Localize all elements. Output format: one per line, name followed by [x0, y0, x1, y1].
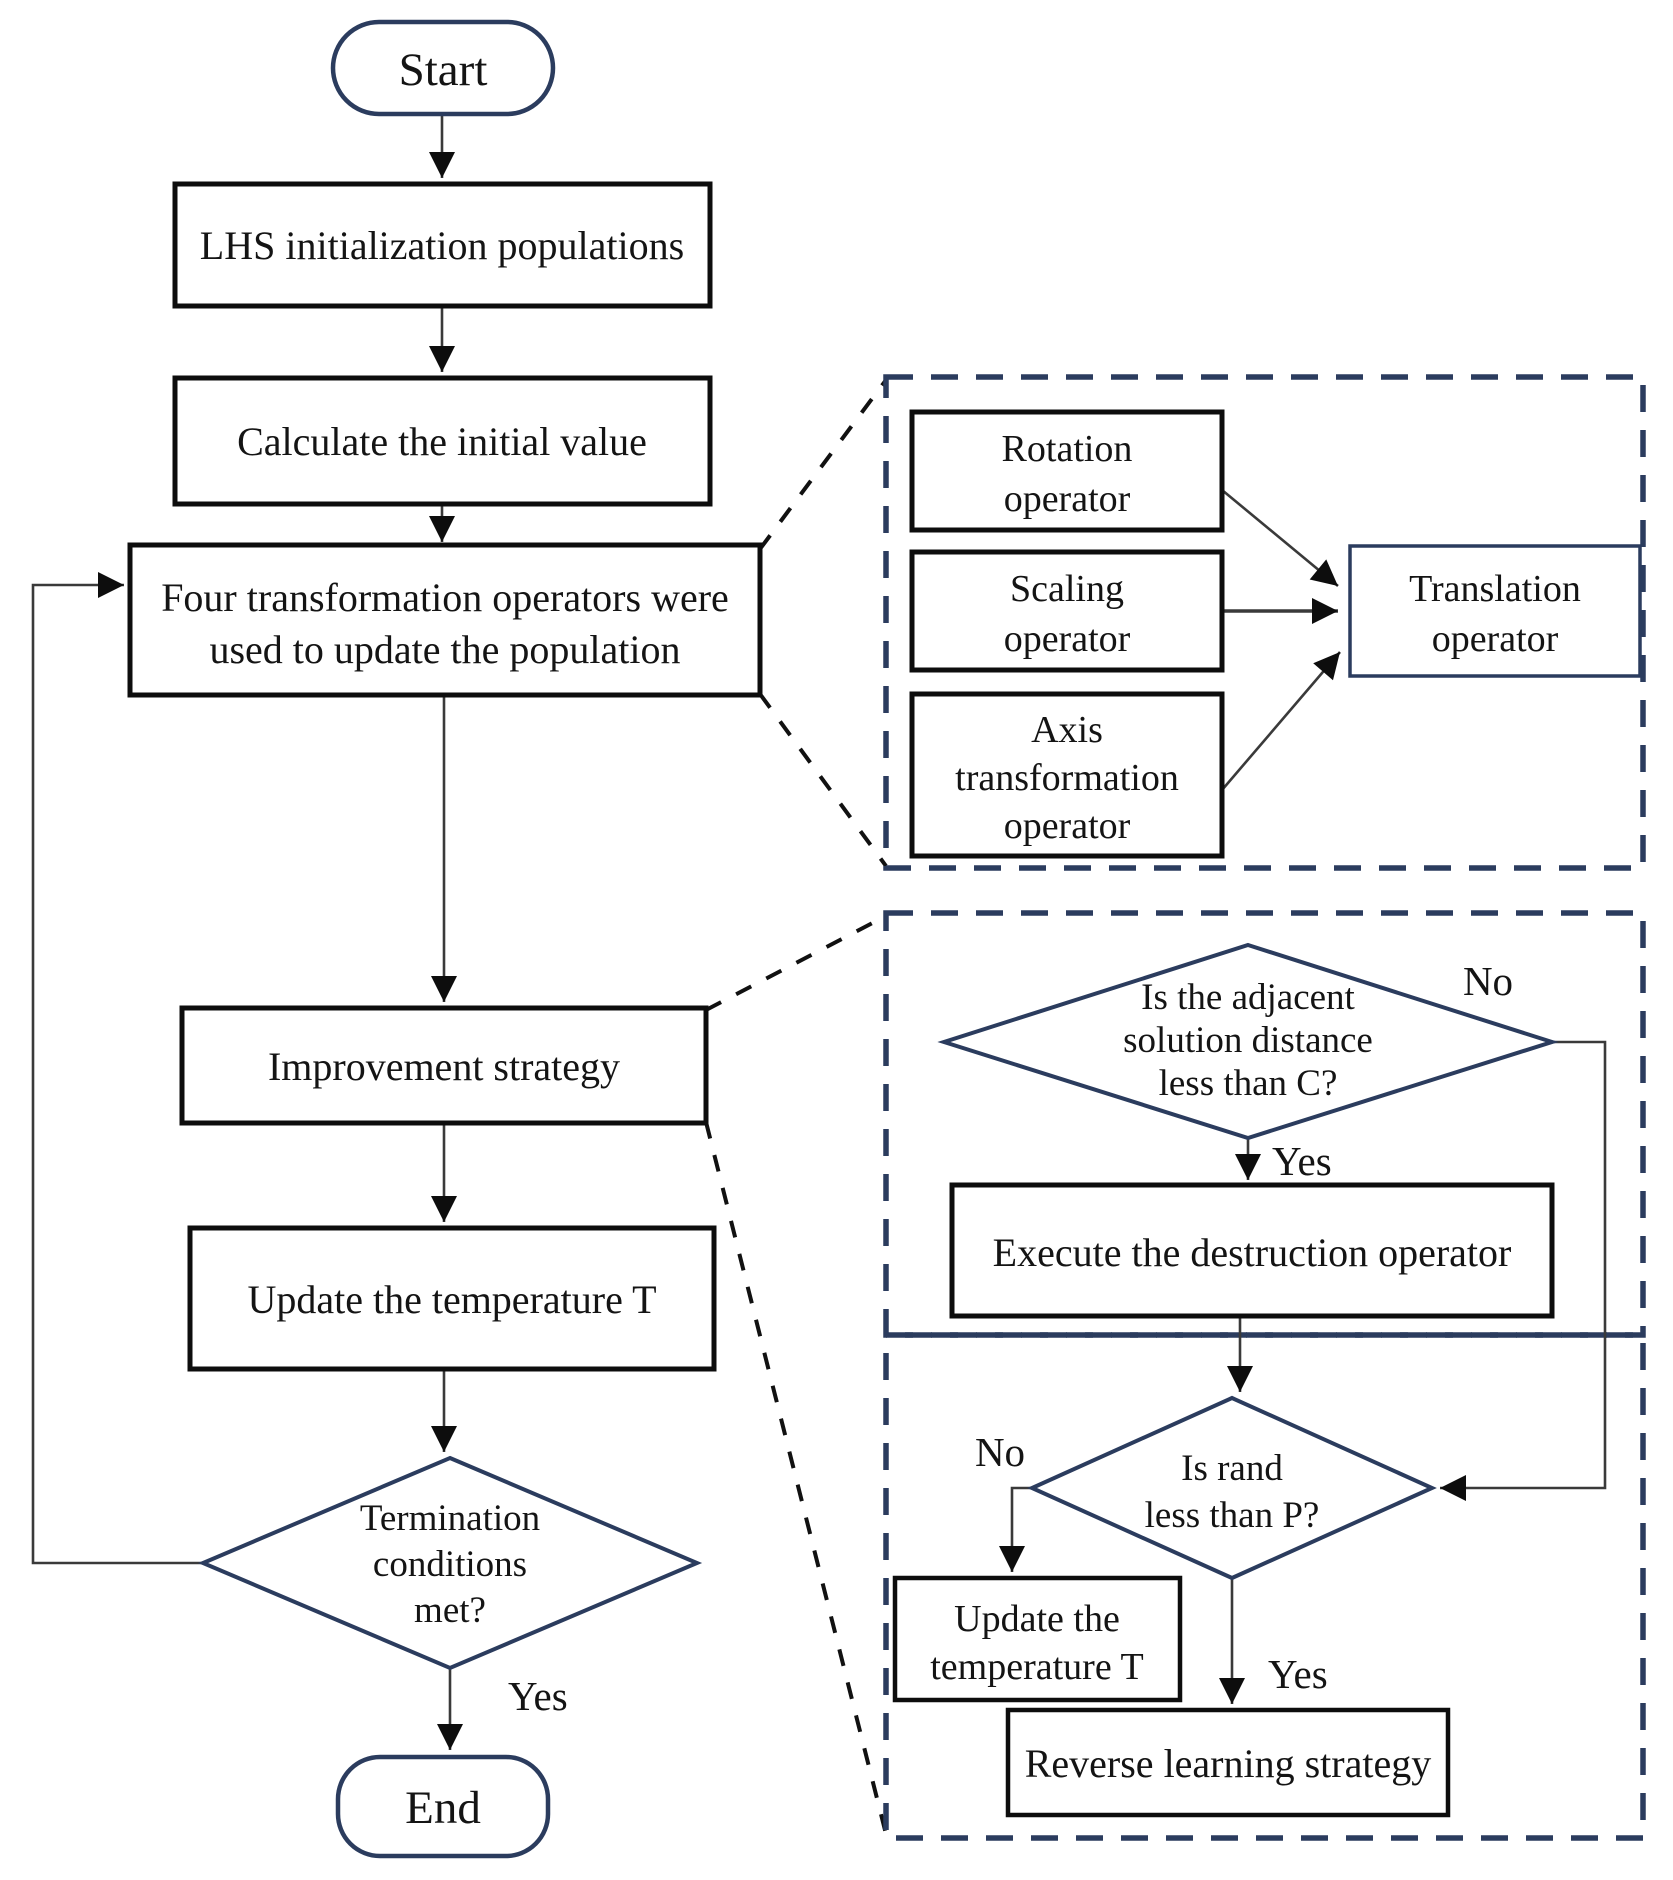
updatetemp-sub-line2: temperature T: [930, 1646, 1143, 1688]
calc-shape: [172, 375, 713, 507]
callout-lines: [704, 378, 888, 1835]
process-update-temperature-sub: Update the temperature T: [892, 1575, 1183, 1703]
rand-no-label: No: [975, 1429, 1025, 1475]
scaling-shape: [909, 549, 1225, 673]
axis-shape: [909, 691, 1225, 859]
process-improvement-strategy: Improvement strategy: [179, 1005, 709, 1126]
process-translation-operator: Translation operator: [1348, 544, 1642, 678]
process-axis-transformation-operator: Axis transformation operator: [909, 691, 1225, 859]
process-reverse-learning: Reverse learning strategy: [1005, 1707, 1451, 1818]
callout-improvement-bottom: [704, 1121, 888, 1835]
axis-line2: transformation: [955, 757, 1179, 799]
rotation-shape: [909, 409, 1225, 533]
operators-detail-frame: [883, 374, 1646, 871]
rotation-line1: Rotation: [1002, 428, 1133, 470]
start-shape: [330, 19, 556, 117]
process-lhs-initialization: LHS initialization populations: [172, 181, 713, 309]
fourops-shape: [127, 542, 763, 698]
improvement-detail-frame-upper: [883, 910, 1646, 1338]
adjacent-line1: Is the adjacent: [1141, 977, 1355, 1018]
process-rotation-operator: Rotation operator: [909, 409, 1225, 533]
edge-loop-back: [31, 572, 203, 1565]
lhs-shape: [172, 181, 713, 309]
execute-label: Execute the destruction operator: [993, 1230, 1512, 1275]
termination-line3: met?: [414, 1590, 486, 1631]
fourops-line2: used to update the population: [209, 627, 680, 672]
updatetemp-label: Update the temperature T: [247, 1277, 656, 1322]
edge-rand-no-to-updatetemp: [999, 1486, 1032, 1572]
updatetemp-sub-shape: [892, 1575, 1183, 1703]
reverse-label: Reverse learning strategy: [1025, 1741, 1432, 1786]
adjacent-no-label: No: [1463, 958, 1513, 1004]
axis-line3: operator: [1004, 805, 1131, 847]
termination-yes-label: Yes: [508, 1673, 568, 1719]
updatetemp-sub-line1: Update the: [954, 1598, 1120, 1640]
end-node: End: [335, 1754, 551, 1859]
process-four-transformation-operators: Four transformation operators were used …: [127, 542, 763, 698]
process-scaling-operator: Scaling operator: [909, 549, 1225, 673]
connectors-operators: [1221, 488, 1341, 791]
adjacent-line3: less than C?: [1159, 1063, 1338, 1104]
adjacent-line2: solution distance: [1123, 1020, 1373, 1061]
rand-line1: Is rand: [1181, 1448, 1283, 1489]
translation-line1: Translation: [1409, 568, 1581, 610]
lhs-label: LHS initialization populations: [200, 223, 684, 268]
connectors-improvement-detail: [999, 1040, 1607, 1704]
start-node: Start: [330, 19, 556, 117]
execute-shape: [949, 1182, 1555, 1319]
callout-fourops-top: [758, 378, 888, 551]
edge-rotation-to-translation: [1221, 488, 1339, 588]
calc-label: Calculate the initial value: [237, 419, 647, 464]
process-update-temperature: Update the temperature T: [187, 1225, 717, 1372]
improvement-label: Improvement strategy: [268, 1044, 620, 1089]
callout-fourops-bottom: [758, 692, 888, 868]
rand-line2: less than P?: [1145, 1495, 1320, 1536]
decision-adjacent-distance: Is the adjacent solution distance less t…: [937, 942, 1559, 1141]
translation-shape: [1348, 544, 1642, 678]
rotation-line2: operator: [1004, 478, 1131, 520]
edge-adjacent-no-to-rand: [1440, 1040, 1607, 1501]
callout-improvement-top: [705, 915, 885, 1012]
decision-rand: Is rand less than P?: [1027, 1395, 1437, 1581]
process-calculate-initial-value: Calculate the initial value: [172, 375, 713, 507]
adjacent-yes-label: Yes: [1272, 1138, 1332, 1184]
termination-line1: Termination: [360, 1498, 540, 1539]
termination-line2: conditions: [373, 1544, 527, 1585]
decision-termination: Termination conditions met?: [197, 1455, 703, 1671]
scaling-line2: operator: [1004, 618, 1131, 660]
improvement-detail-frame-lower: [883, 1332, 1646, 1841]
adjacent-shape: [937, 942, 1559, 1141]
axis-line1: Axis: [1031, 709, 1103, 751]
edge-axis-to-translation: [1221, 651, 1341, 791]
translation-line2: operator: [1432, 618, 1559, 660]
process-execute-destruction: Execute the destruction operator: [949, 1182, 1555, 1319]
rand-yes-label: Yes: [1268, 1651, 1328, 1697]
rand-shape: [1027, 1395, 1437, 1581]
fourops-line1: Four transformation operators were: [161, 575, 729, 620]
scaling-line1: Scaling: [1010, 568, 1124, 610]
connectors-main: [31, 114, 463, 1750]
termination-shape: [197, 1455, 703, 1671]
end-shape: [335, 1754, 551, 1859]
updatetemp-shape: [187, 1225, 717, 1372]
start-label: Start: [399, 44, 488, 96]
reverse-shape: [1005, 1707, 1451, 1818]
end-label: End: [405, 1782, 481, 1834]
improvement-shape: [179, 1005, 709, 1126]
